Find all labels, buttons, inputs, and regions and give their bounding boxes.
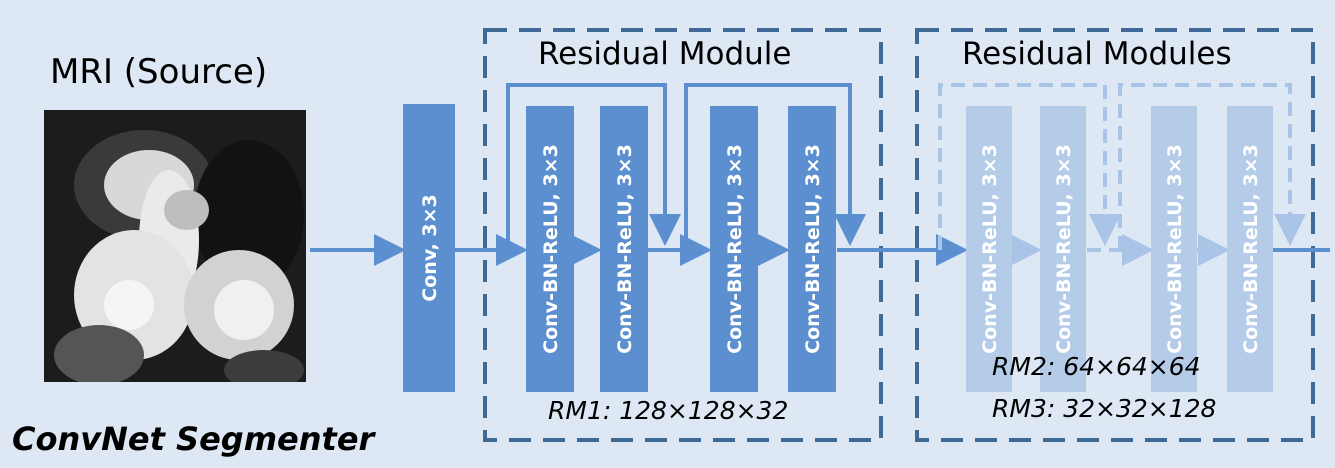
skip-connection-2 — [684, 83, 866, 250]
rm1-block-3-label: Conv-BN-ReLU, 3×3 — [724, 144, 746, 354]
rm1-block-4 — [788, 106, 836, 392]
residual-modules-border — [915, 28, 1315, 442]
rm2-block-4 — [1227, 106, 1273, 392]
rm2-block-3-label: Conv-BN-ReLU, 3×3 — [1164, 144, 1186, 354]
conv-block — [403, 104, 455, 392]
rm1-block-4-label: Conv-BN-ReLU, 3×3 — [802, 144, 824, 354]
residual-module-border — [483, 28, 883, 442]
conv-block-label: Conv, 3×3 — [419, 194, 441, 302]
rm2-size-label: RM2: 64×64×64 — [992, 352, 1201, 381]
rm2-block-1-label: Conv-BN-ReLU, 3×3 — [979, 144, 1001, 354]
residual-module-title: Residual Module — [538, 36, 792, 72]
rm1-size-label: RM1: 128×128×32 — [548, 396, 789, 425]
footer-title: ConvNet Segmenter — [12, 420, 375, 458]
rm1-block-1 — [526, 106, 574, 392]
rm1-block-2 — [600, 106, 648, 392]
rm1-block-2-label: Conv-BN-ReLU, 3×3 — [614, 144, 636, 354]
residual-modules-title: Residual Modules — [962, 36, 1232, 72]
skip-connection-1 — [506, 83, 681, 250]
rm1-block-3 — [710, 106, 758, 392]
rm2-block-1 — [966, 106, 1012, 392]
rm2-block-2-label: Conv-BN-ReLU, 3×3 — [1053, 144, 1075, 354]
rm2-block-3 — [1151, 106, 1197, 392]
faded-skip-2 — [1118, 83, 1306, 250]
source-title: MRI (Source) — [50, 52, 268, 92]
rm3-size-label: RM3: 32×32×128 — [992, 394, 1217, 423]
rm2-block-2 — [1040, 106, 1086, 392]
rm2-block-4-label: Conv-BN-ReLU, 3×3 — [1240, 144, 1262, 354]
mri-source-image — [44, 110, 306, 382]
faded-skip-1 — [938, 83, 1121, 250]
rm1-block-1-label: Conv-BN-ReLU, 3×3 — [540, 144, 562, 354]
